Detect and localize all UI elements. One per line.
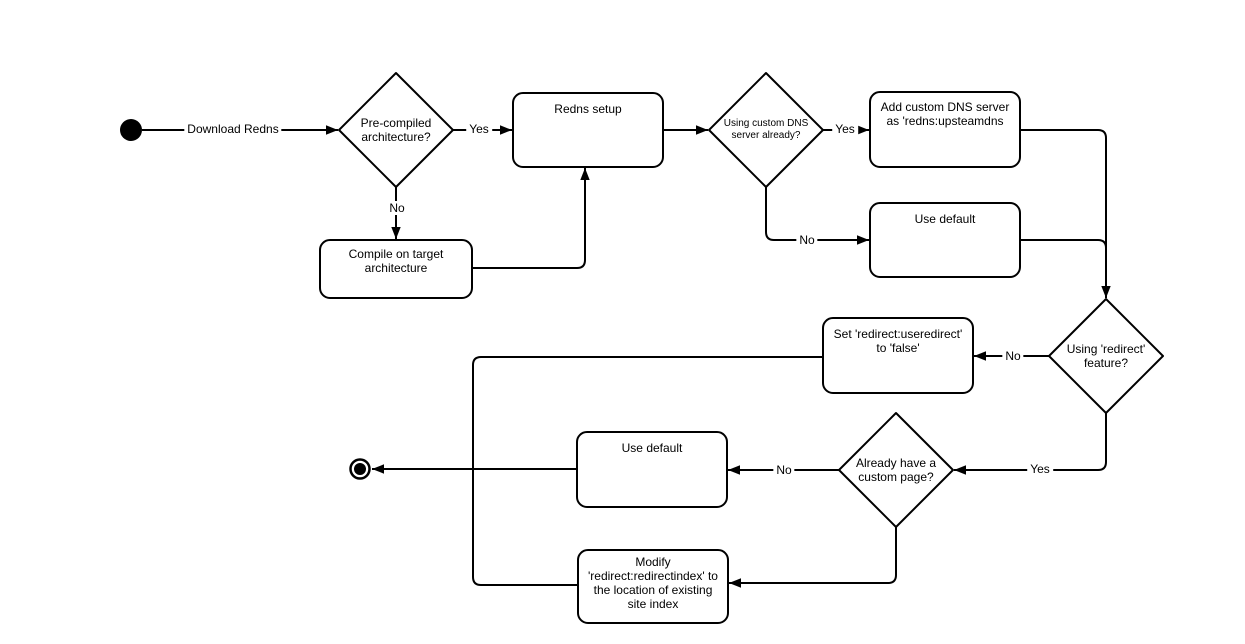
process-add-custom-dns bbox=[869, 91, 1021, 168]
edge-set-to-join bbox=[472, 356, 823, 469]
decision-pre-compiled bbox=[338, 72, 454, 188]
edge-compile-to-setup bbox=[472, 168, 590, 269]
edge-customdns-no-to-default bbox=[765, 187, 869, 245]
process-use-default-dns bbox=[869, 202, 1021, 278]
decision-already-custom-page bbox=[838, 412, 954, 528]
process-modify-redirectindex bbox=[577, 549, 729, 624]
edge-modify-to-join bbox=[472, 469, 578, 586]
edge-add-to-redirect bbox=[1020, 129, 1111, 298]
process-compile-target bbox=[319, 239, 473, 299]
process-redns-setup bbox=[512, 92, 664, 168]
edge-redirect-yes-to-custompage bbox=[954, 413, 1107, 475]
decision-using-custom-dns bbox=[708, 72, 824, 188]
end-node-core bbox=[354, 463, 366, 475]
decision-using-redirect bbox=[1048, 298, 1164, 414]
process-use-default-page bbox=[576, 431, 728, 508]
process-set-useredirect-false bbox=[822, 317, 974, 394]
start-node bbox=[120, 119, 142, 141]
edge-default-to-redirect-join bbox=[1020, 239, 1107, 258]
edge-custompage-to-modify bbox=[729, 527, 897, 588]
